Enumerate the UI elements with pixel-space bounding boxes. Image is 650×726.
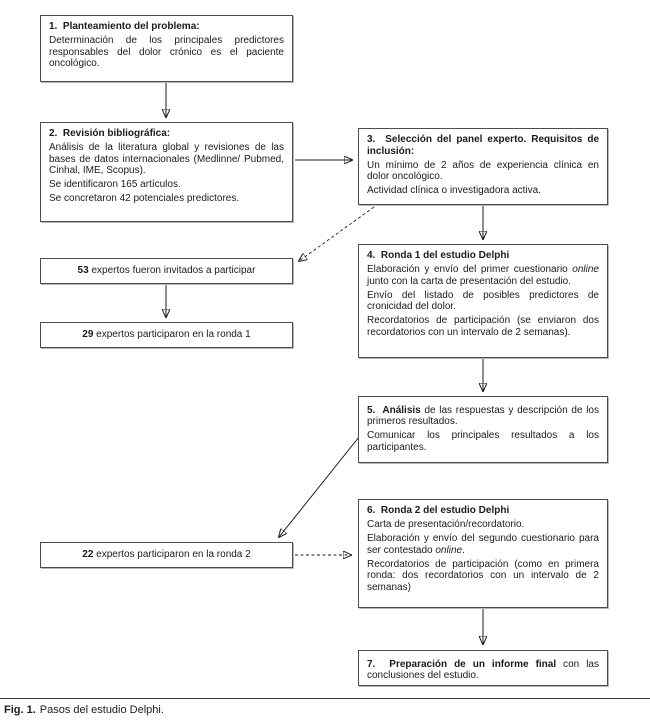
- step-2-text: Se identificaron 165 artículos.: [49, 179, 181, 190]
- step-box-4-ronda-1: 4. Ronda 1 del estudio Delphi Elaboració…: [358, 244, 608, 358]
- step-6-text: Elaboración y envío del segundo cuestion…: [367, 533, 599, 556]
- step-box-2-revision: 2. Revisión bibliográfica: Análisis de l…: [40, 122, 293, 222]
- step-6-title: 6. Ronda 2 del estudio Delphi: [367, 505, 510, 516]
- step-5-text: Comunicar los principales resultados a l…: [367, 430, 599, 453]
- step-1-title: 1. Planteamiento del problema:: [49, 21, 200, 32]
- step-3-title: 3. Selección del panel experto. Requisit…: [367, 134, 599, 157]
- count-box-round1-participants: 29 expertos participaron en la ronda 1: [40, 322, 293, 348]
- step-7-text: 7. Preparación de un informe final con l…: [367, 658, 599, 682]
- step-6-text: Carta de presentación/recordatorio.: [367, 519, 525, 530]
- step-3-text: Actividad clínica o investigadora activa…: [367, 185, 541, 196]
- step-box-3-seleccion-panel: 3. Selección del panel experto. Requisit…: [358, 128, 608, 205]
- arrow-step5-to-round2: [279, 436, 360, 537]
- count-box-round2-participants: 22 expertos participaron en la ronda 2: [40, 542, 293, 568]
- step-box-6-ronda-2: 6. Ronda 2 del estudio Delphi Carta de p…: [358, 499, 608, 608]
- caption-divider-rule: [0, 698, 650, 699]
- step-1-text: Determinación de los principales predict…: [49, 35, 284, 69]
- step-4-text: Recordatorios de participación (se envia…: [367, 315, 599, 338]
- count-box-invited-experts: 53 expertos fueron invitados a participa…: [40, 258, 293, 284]
- step-box-7-informe-final: 7. Preparación de un informe final con l…: [358, 650, 608, 686]
- count-invited-label: 53 expertos fueron invitados a participa…: [77, 265, 256, 277]
- step-6-text: Recordatorios de participación (como en …: [367, 558, 599, 593]
- step-2-title: 2. Revisión bibliográfica:: [49, 128, 171, 139]
- figure-caption: Fig. 1.Pasos del estudio Delphi.: [4, 704, 164, 717]
- step-5-text: 5. Análisis de las respuestas y descripc…: [367, 404, 599, 428]
- step-4-text: Envío del listado de posibles predictore…: [367, 289, 599, 313]
- step-4-title: 4. Ronda 1 del estudio Delphi: [367, 250, 510, 261]
- step-3-text: Un mínimo de 2 años de experiencia clíni…: [367, 159, 599, 183]
- figure-caption-text: Pasos del estudio Delphi.: [39, 704, 164, 716]
- step-2-text: Análisis de la literatura global y revis…: [49, 142, 284, 176]
- count-round2-label: 22 expertos participaron en la ronda 2: [82, 549, 251, 561]
- count-round1-label: 29 expertos participaron en la ronda 1: [82, 329, 251, 341]
- step-2-text: Se concretaron 42 potenciales predictore…: [49, 193, 240, 204]
- step-4-text: Elaboración y envío del primer cuestiona…: [367, 264, 599, 287]
- figure-caption-label: Fig. 1.: [4, 704, 36, 716]
- step-box-1-planteamiento: 1. Planteamiento del problema: Determina…: [40, 15, 293, 82]
- step-box-5-analisis: 5. Análisis de las respuestas y descripc…: [358, 396, 608, 463]
